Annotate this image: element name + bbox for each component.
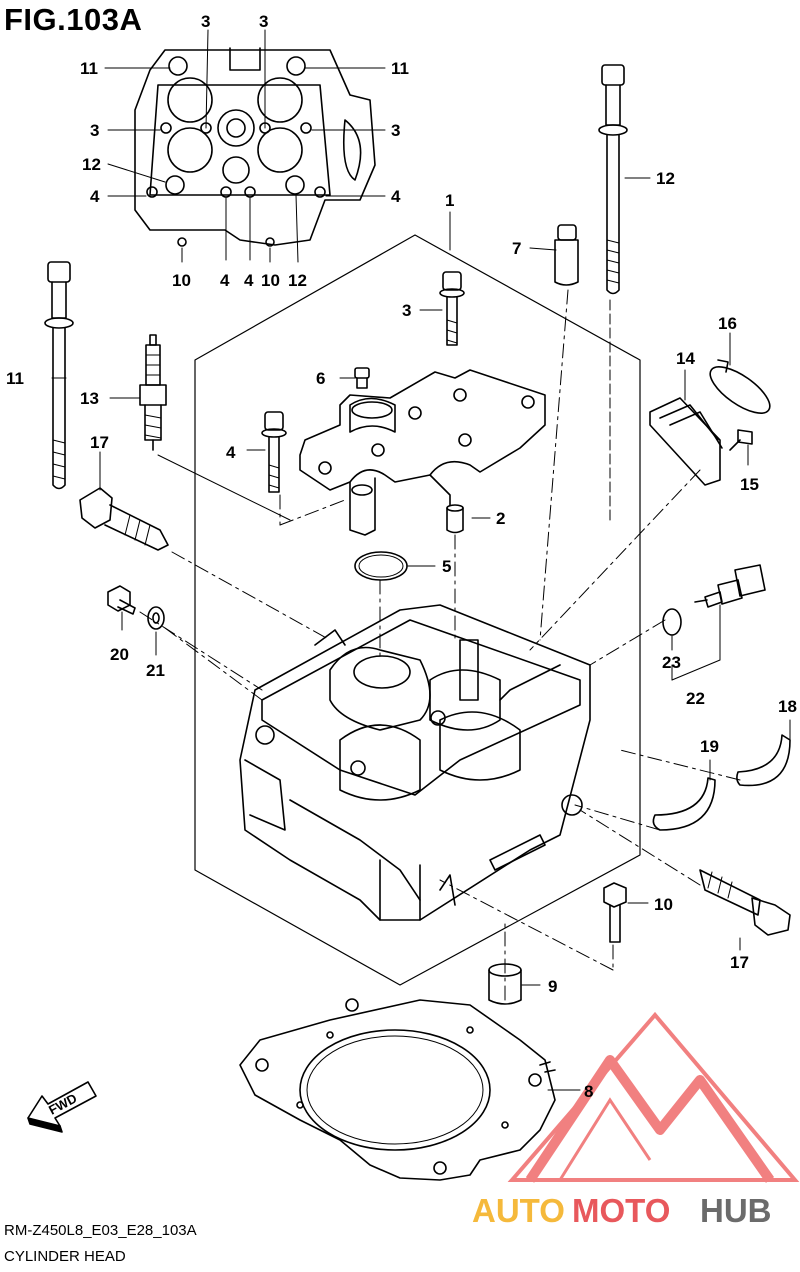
bolt-17-left xyxy=(79,487,169,551)
callout-12-b: 12 xyxy=(288,271,307,290)
head-top-view xyxy=(134,47,376,247)
callout-3-e: 3 xyxy=(402,301,411,320)
callout-6: 6 xyxy=(316,369,325,388)
bolt-6 xyxy=(354,367,370,389)
bolt-20 xyxy=(107,585,136,615)
callout-13: 13 xyxy=(80,389,99,408)
gasket-23 xyxy=(662,608,682,636)
callout-4-c: 4 xyxy=(220,271,230,290)
alignment-lines xyxy=(139,289,741,1001)
callout-10-c: 10 xyxy=(654,895,673,914)
callout-16: 16 xyxy=(718,314,737,333)
callout-3-b: 3 xyxy=(259,12,268,31)
figure-title: FIG.103A xyxy=(4,2,143,37)
clamp-16 xyxy=(709,359,771,414)
assembly-leaders xyxy=(51,177,791,1091)
spark-plug-13 xyxy=(139,334,167,451)
callout-15: 15 xyxy=(740,475,759,494)
clip-19 xyxy=(652,777,716,831)
assembly-boundary xyxy=(194,234,641,986)
sensor-22 xyxy=(694,564,766,608)
callout-5: 5 xyxy=(442,557,451,576)
figure-code: RM-Z450L8_E03_E28_103A xyxy=(4,1222,197,1239)
callout-12-c: 12 xyxy=(656,169,675,188)
callout-1: 1 xyxy=(445,191,454,210)
intake-pipe-14 xyxy=(649,397,723,486)
callout-11-b: 11 xyxy=(391,59,409,78)
callout-4-b: 4 xyxy=(391,187,401,206)
washer-21 xyxy=(147,606,165,630)
callout-10-b: 10 xyxy=(261,271,280,290)
callout-23: 23 xyxy=(662,653,681,672)
pin-7 xyxy=(554,224,579,286)
callout-21: 21 xyxy=(146,661,165,680)
callout-3-d: 3 xyxy=(391,121,400,140)
watermark-moto: MOTO xyxy=(572,1192,670,1229)
callout-11-a: 11 xyxy=(80,59,98,78)
callout-17-b: 17 xyxy=(730,953,749,972)
callout-22: 22 xyxy=(686,689,705,708)
callout-12-a: 12 xyxy=(82,155,101,174)
bolt-3-center xyxy=(439,271,465,346)
callout-4-d: 4 xyxy=(244,271,254,290)
callout-20: 20 xyxy=(110,645,129,664)
callout-19: 19 xyxy=(700,737,719,756)
watermark-hub: HUB xyxy=(700,1192,772,1229)
figure-caption: CYLINDER HEAD xyxy=(4,1248,126,1265)
callout-8: 8 xyxy=(584,1082,593,1101)
stud-bolt-right xyxy=(598,64,628,295)
callout-3-c: 3 xyxy=(90,121,99,140)
dowel-pin-2 xyxy=(446,504,464,534)
callout-3-a: 3 xyxy=(201,12,210,31)
callout-4-e: 4 xyxy=(226,443,236,462)
stud-bolt-left xyxy=(44,261,74,490)
clip-18 xyxy=(736,734,791,787)
watermark-auto: AUTO xyxy=(472,1192,565,1229)
screw-15 xyxy=(729,429,753,451)
callout-9: 9 xyxy=(548,977,557,996)
callout-4-a: 4 xyxy=(90,187,100,206)
callout-17-a: 17 xyxy=(90,433,109,452)
bolt-4 xyxy=(261,411,287,493)
cylinder-head-body xyxy=(239,604,591,921)
head-gasket-8 xyxy=(239,998,556,1181)
callout-7: 7 xyxy=(512,239,521,258)
bolt-17-right xyxy=(699,869,791,936)
watermark-logo xyxy=(507,1011,800,1183)
callout-18: 18 xyxy=(778,697,797,716)
callout-11-c: 11 xyxy=(6,369,24,388)
callout-14: 14 xyxy=(676,349,695,368)
inset-leaders xyxy=(104,29,386,263)
bolt-10 xyxy=(603,882,627,943)
o-ring-5 xyxy=(354,551,408,581)
fwd-arrow-icon xyxy=(27,1081,97,1133)
callout-2: 2 xyxy=(496,509,505,528)
camshaft-holder xyxy=(299,369,546,536)
callout-10-a: 10 xyxy=(172,271,191,290)
